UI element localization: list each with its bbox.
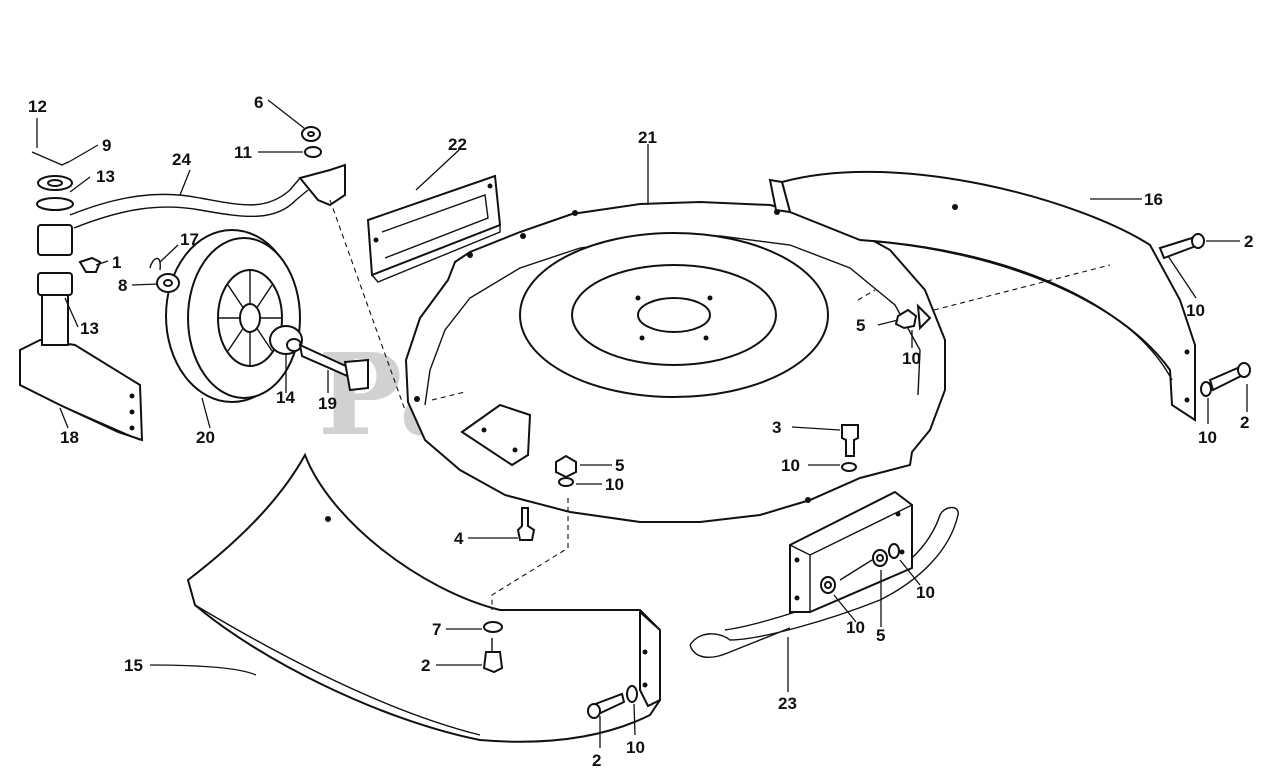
bolt-part-2-front (482, 638, 504, 674)
callout-10-front-side: 10 (626, 738, 645, 757)
callout-2-rear-side: 2 (1240, 413, 1249, 432)
callout-13-upper: 13 (96, 167, 115, 186)
hardware-skid-bracket (820, 543, 900, 594)
callout-2-rear-top: 2 (1244, 232, 1253, 251)
hub-part-14 (269, 325, 303, 355)
rear-shield-part-16 (768, 170, 1196, 422)
deck-part-21 (404, 200, 946, 523)
bolt-part-2-front-side (587, 685, 638, 719)
washer-part-11 (304, 146, 322, 158)
washer-part-10-deck (841, 462, 857, 472)
bolt-part-2-rear-side (1200, 362, 1251, 397)
callout-8: 8 (118, 276, 127, 295)
callout-10-rear-top: 10 (1186, 301, 1205, 320)
bolt-part-2-rear-top (1158, 233, 1205, 260)
nut-part-5-rear (894, 303, 932, 331)
callout-12: 12 (28, 97, 47, 116)
callout-18: 18 (60, 428, 79, 447)
callout-22: 22 (448, 135, 467, 154)
clip-part-17 (149, 257, 161, 271)
bolt-part-19 (298, 343, 369, 392)
nut-part-6 (301, 126, 321, 142)
callout-19: 19 (318, 394, 337, 413)
callout-5-deck: 5 (615, 456, 624, 475)
callout-7: 7 (432, 620, 441, 639)
callout-10-deck-nut: 10 (605, 475, 624, 494)
callout-21: 21 (638, 128, 657, 147)
callout-10-rear-side: 10 (1198, 428, 1217, 447)
wheel-part-20 (165, 229, 301, 403)
callout-20: 20 (196, 428, 215, 447)
callout-24: 24 (172, 150, 191, 169)
nut-part-5-deck (555, 454, 577, 487)
callout-labels: 12 9 13 1 13 8 17 24 18 20 14 19 6 11 22… (28, 93, 1253, 770)
bolt-part-4 (516, 507, 536, 541)
callout-2-front-side: 2 (592, 751, 601, 770)
washer-part-8 (156, 273, 180, 293)
front-shield-part-15 (186, 452, 661, 743)
callout-10-skid-left: 10 (846, 618, 865, 637)
height-adjuster-part-18 (19, 151, 144, 442)
callout-16: 16 (1144, 190, 1163, 209)
bracket-part-22 (366, 174, 502, 283)
callout-3: 3 (772, 418, 781, 437)
leader-lines (36, 99, 1248, 748)
axle-rod-part-24 (69, 163, 346, 229)
callout-9: 9 (102, 136, 111, 155)
callout-10-deck-bolt: 10 (781, 456, 800, 475)
callout-6: 6 (254, 93, 263, 112)
callout-14: 14 (276, 388, 295, 407)
callout-17: 17 (180, 230, 199, 249)
callout-23: 23 (778, 694, 797, 713)
callout-15: 15 (124, 656, 143, 675)
bolt-part-1 (78, 256, 102, 273)
callout-2-front: 2 (421, 656, 430, 675)
callout-10-rear-mid: 10 (902, 349, 921, 368)
callout-5-rear: 5 (856, 316, 865, 335)
callout-5-skid: 5 (876, 626, 885, 645)
washer-part-7 (483, 621, 503, 633)
callout-4: 4 (454, 529, 464, 548)
callout-10-skid-right: 10 (916, 583, 935, 602)
callout-11: 11 (234, 143, 252, 162)
callout-1: 1 (112, 253, 121, 272)
callout-13-lower: 13 (80, 319, 99, 338)
bolt-part-3 (841, 424, 859, 457)
